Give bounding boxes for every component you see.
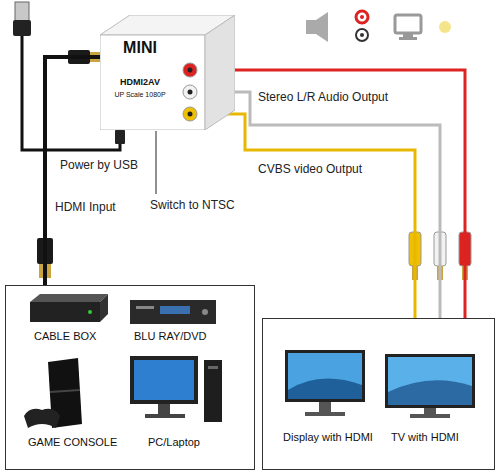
converter-box: MINI HDMI2AV UP Scale 1080P [100,15,235,130]
port-label: Switch to NTSC [150,198,235,212]
output-label: Stereo L/R Audio Output [258,90,388,104]
device-caption: BLU RAY/DVD [134,330,207,342]
device-caption: GAME CONSOLE [28,436,117,448]
video-symbols [395,15,451,40]
cable-line [235,92,440,318]
device-caption: Display with HDMI [283,431,373,443]
tv-icon [385,354,475,418]
device-caption: PC/Laptop [148,436,200,448]
output-label: CVBS video Output [258,162,362,176]
cable-box-icon [30,294,108,322]
pc-icon [130,356,222,422]
device-brand: MINI [100,39,180,57]
display-panel: Display with HDMI TV with HDMI [262,318,495,470]
device-model: HDMI2AV [100,77,180,87]
device-caption: TV with HDMI [391,431,459,443]
leader-line [156,131,157,194]
cable-line [235,70,465,318]
device-spec: UP Scale 1080P [100,91,180,98]
port-label: Power by USB [60,158,138,172]
rca-cables [235,70,465,318]
device-caption: CABLE BOX [34,330,96,342]
monitor-icon [285,350,365,416]
audio-symbols [306,11,368,42]
converter-shape [100,15,235,130]
port-label: HDMI Input [55,200,116,214]
bluray-icon [130,300,216,324]
game-console-icon [24,358,82,428]
cable-line [235,114,415,318]
source-panel: CABLE BOX BLU RAY/DVD GAME CONSOLE PC/Lapto… [5,285,255,470]
